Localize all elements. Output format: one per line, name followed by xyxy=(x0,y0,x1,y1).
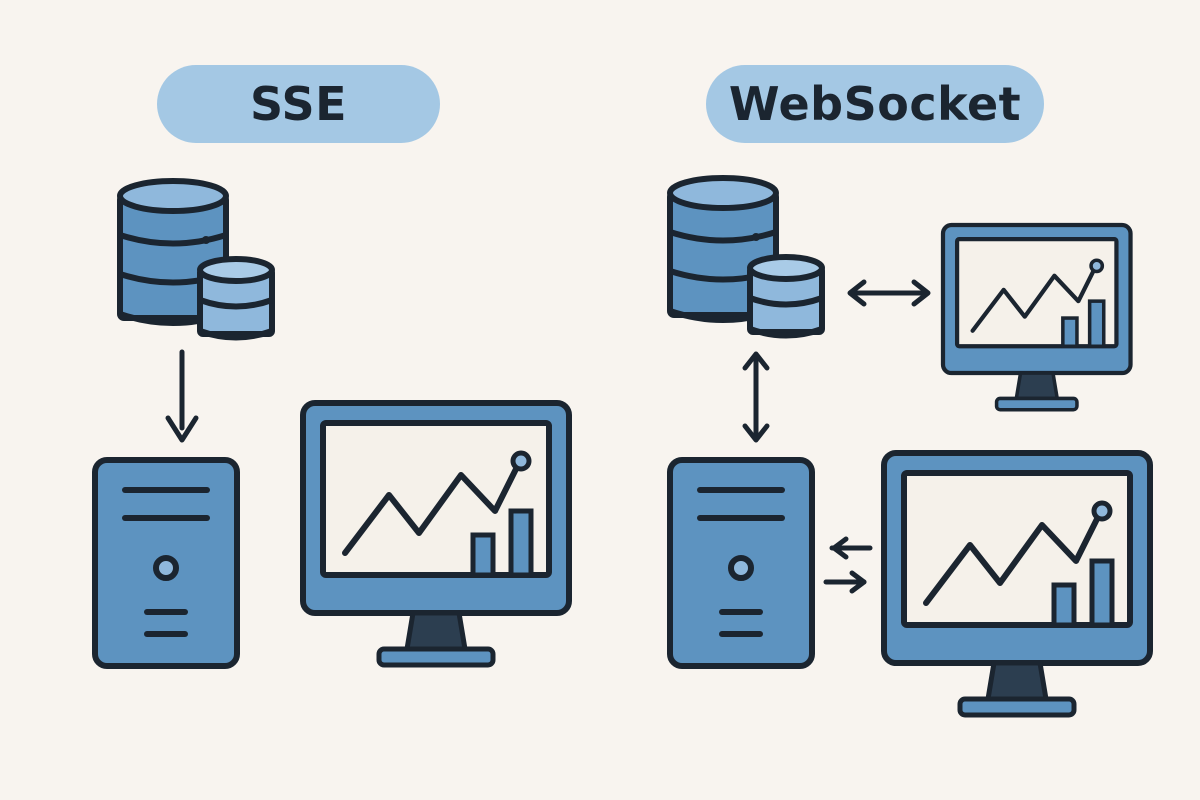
sse-database-small-icon xyxy=(200,259,272,338)
websocket-label: WebSocket xyxy=(706,65,1044,143)
sse-server-icon xyxy=(95,460,237,666)
ws-monitor-top-icon xyxy=(943,225,1131,410)
ws-exchange-arrows-icon xyxy=(823,536,873,594)
ws-server-icon xyxy=(670,460,812,666)
ws-monitor-bottom-icon xyxy=(884,453,1150,715)
ws-double-arrow-vertical-icon xyxy=(742,351,770,443)
ws-database-small-icon xyxy=(750,257,822,336)
sse-arrow-down-icon xyxy=(165,349,199,443)
sse-label: SSE xyxy=(157,65,440,143)
sse-monitor-chart-icon xyxy=(303,403,569,665)
ws-double-arrow-horizontal-icon xyxy=(847,279,931,307)
